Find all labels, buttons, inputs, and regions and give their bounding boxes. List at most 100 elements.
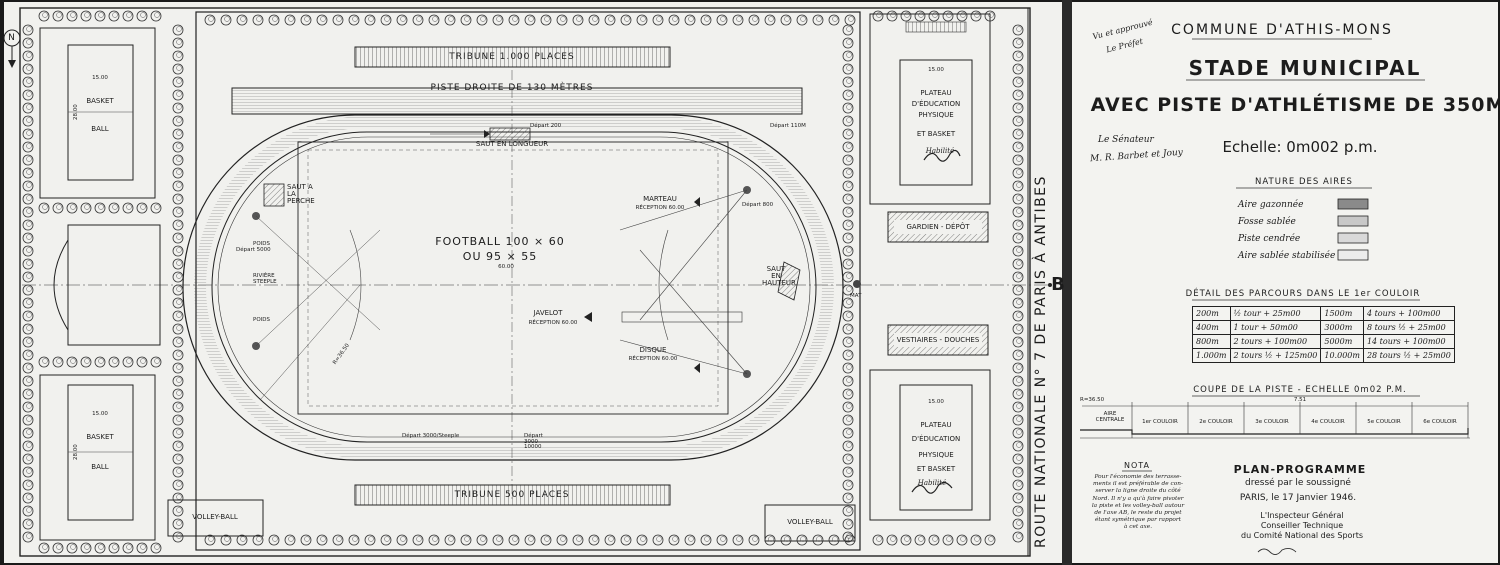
detail-cell: 4 tours + 100m00 <box>1362 306 1455 321</box>
basket-nw-label-2: BALL <box>91 125 109 133</box>
detail-cell: 2 tours ½ + 125m00 <box>1229 348 1322 363</box>
detail-cell: ½ tour + 25m00 <box>1229 306 1322 321</box>
arrow-hammer <box>694 197 700 207</box>
stand-north <box>354 46 671 68</box>
depart-110-label: Départ 110M <box>770 123 806 129</box>
basket-nw-dim-v: 28.00 <box>73 104 79 120</box>
detail-cell: 1.000m <box>1192 348 1231 363</box>
discus-recv-label: RÉCEPTION 60.00 <box>628 356 678 362</box>
nota-line: la piste et les volley-ball autour <box>1091 502 1185 509</box>
detail-cell: 1 tour + 50m00 <box>1229 320 1322 335</box>
javelin-runway <box>621 311 743 323</box>
b-point-icon <box>1048 283 1052 287</box>
hammer-sector-b <box>619 189 748 231</box>
arrow-long-jump <box>484 130 490 138</box>
basket-sw-label-2: BALL <box>91 463 109 471</box>
depart-5000-label: Départ 5000 <box>236 247 271 253</box>
nota-line: de l'axe AB, le reste du projet <box>1094 510 1182 517</box>
track-lanes <box>194 116 834 458</box>
legend-item-2: Fosse sablée <box>1238 217 1296 227</box>
nota-line: étant symétrique par rapport <box>1095 517 1181 524</box>
depart-800-label: Départ 800 <box>742 202 774 208</box>
depart-10000-label: Départ 3000 10000 <box>524 433 543 450</box>
radius-line <box>259 284 361 401</box>
legend-item-4: Aire sablée stabilisée <box>1238 251 1336 261</box>
coupe-lane-3: 3e COULOIR <box>1255 419 1289 425</box>
legend-item-1: Aire gazonnée <box>1238 200 1304 210</box>
detail-cell: 28 tours ½ + 25m00 <box>1362 348 1455 363</box>
west-plaza <box>67 224 161 346</box>
handnote-1: Le Sénateur <box>1098 135 1154 145</box>
point-b-label: B <box>1051 274 1065 295</box>
gardien-label: GARDIEN - DÉPÔT <box>906 223 970 231</box>
plateau-signature-se <box>911 481 953 494</box>
sector-arc-right <box>658 229 669 341</box>
inspector-line-2: Conseiller Technique <box>1260 521 1344 530</box>
nota-line: server la ligne droite du côté <box>1095 488 1181 495</box>
sheet-gap <box>1062 0 1072 565</box>
nota-line: Pour l'économie des terrasse- <box>1094 474 1182 480</box>
hammer-recv-label: RÉCEPTION 60.00 <box>635 205 685 211</box>
nota-title: NOTA <box>1123 461 1151 470</box>
north-label: N <box>8 33 16 43</box>
legend-item-3: Piste cendrée <box>1238 234 1301 244</box>
detail-cell: 1500m <box>1320 306 1364 321</box>
project-title: STADE MUNICIPAL <box>1188 56 1422 80</box>
coupe-total: 7.51 <box>1293 397 1307 403</box>
detail-cell: 200m <box>1192 306 1231 321</box>
project-subtitle: AVEC PISTE D'ATHLÉTISME DE 350M <box>1090 94 1500 116</box>
detail-cell: 400m <box>1192 320 1231 335</box>
arrow-discus <box>694 363 700 373</box>
detail-cell: 14 tours + 100m00 <box>1362 334 1455 349</box>
shot-label-2: POIDS <box>253 317 270 323</box>
north-arrow-icon <box>8 60 16 68</box>
nota-text: Pour l'économie des terrasse- ments il e… <box>1080 474 1196 532</box>
plateau-se-3: PHYSIQUE <box>918 451 954 459</box>
discus-label: DISQUE <box>639 346 667 354</box>
straight-label: PISTE DROITE DE 130 MÈTRES <box>430 83 594 93</box>
plan-by: dressé par le soussigné <box>1245 478 1351 488</box>
pole-sector-a <box>255 215 381 331</box>
nota-line: ments il est préférable de con- <box>1093 481 1183 488</box>
legend-swatch-4 <box>1337 249 1369 261</box>
football-dim: 60.00 <box>498 264 514 270</box>
inspector-signature <box>1257 547 1297 555</box>
plateau-ne-dim: 15.00 <box>928 67 944 73</box>
basket-nw-label-1: BASKET <box>86 97 114 105</box>
scale-label: Echelle: 0m002 p.m. <box>1222 138 1378 156</box>
football-pitch-inner <box>307 149 719 407</box>
plateau-se-enclosure <box>869 369 991 521</box>
cartouche-paper <box>1072 2 1498 563</box>
javelin-recv-label: RÉCEPTION 60.00 <box>528 320 578 326</box>
legend-swatches <box>1337 198 1369 261</box>
stand-north-label: TRIBUNE 1.000 PLACES <box>449 52 575 62</box>
long-jump-label: SAUT EN LONGUEUR <box>475 140 549 148</box>
high-jump-pit <box>777 261 801 301</box>
football-pitch <box>297 141 729 415</box>
volley-w-label: VOLLEY-BALL <box>192 513 238 521</box>
plateau-ne-signature-text: Habilité <box>925 147 955 155</box>
coupe-radius: R=36.50 <box>1080 397 1105 403</box>
pole-vault-pit <box>263 183 285 207</box>
volley-w-court <box>167 499 264 537</box>
coupe-title: COUPE DE LA PISTE - ECHELLE 0m02 P.M. <box>1193 385 1407 395</box>
mat-circle <box>853 280 861 288</box>
plateau-se-1: PLATEAU <box>920 421 952 429</box>
plateau-ne-stand <box>905 21 967 33</box>
west-plaza-curve <box>53 239 69 331</box>
detail-cell: 3000m <box>1320 320 1364 335</box>
detail-cell: 2 tours + 100m00 <box>1229 334 1322 349</box>
javelin-label: JAVELOT <box>533 309 563 317</box>
basket-nw-court <box>67 44 134 181</box>
pole-sector-b <box>255 229 381 347</box>
coupe-lane-5: 5e COULOIR <box>1367 419 1401 425</box>
sector-arc-left <box>349 229 362 341</box>
basket-nw-dim: 15.00 <box>92 75 108 81</box>
plateau-se-signature-text: Habilité <box>917 479 947 487</box>
vestiaires-label-box <box>894 333 982 347</box>
basket-sw-dim-v: 28.00 <box>73 444 79 460</box>
hammer-label: MARTEAU <box>643 195 677 203</box>
